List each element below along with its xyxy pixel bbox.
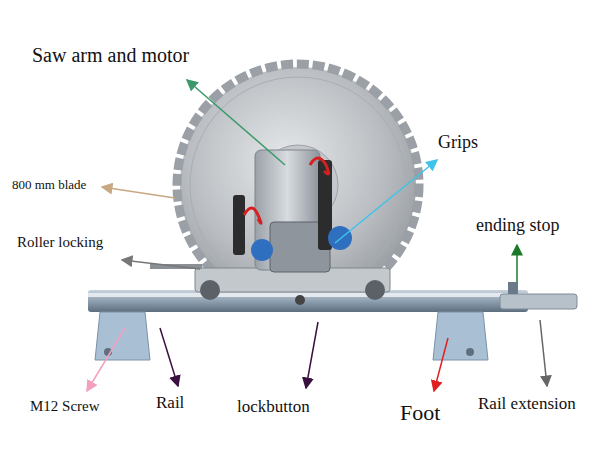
rail xyxy=(88,290,528,312)
part-label: lockbutton xyxy=(237,397,310,417)
roller xyxy=(365,280,385,300)
leader-arrow xyxy=(102,187,175,198)
hose xyxy=(244,208,261,223)
part-label: M12 Screw xyxy=(30,398,100,415)
leader-arrow xyxy=(187,80,285,165)
water-coupling xyxy=(251,239,273,261)
leader-arrow xyxy=(160,328,178,386)
ending-stop xyxy=(508,282,518,294)
part-label: Rail xyxy=(156,393,184,413)
foot xyxy=(95,312,150,360)
leader-arrow xyxy=(335,160,437,243)
part-label: 800 mm blade xyxy=(12,178,86,193)
leader-arrow xyxy=(122,260,200,269)
leader-arrow xyxy=(87,328,125,391)
blade-ring xyxy=(190,77,406,293)
leader-arrow xyxy=(540,320,547,386)
part-label: Grips xyxy=(438,132,478,153)
rail-extension xyxy=(500,294,577,309)
leader-arrow xyxy=(516,245,518,282)
m12-screw xyxy=(466,348,474,356)
part-label: Saw arm and motor xyxy=(32,44,189,67)
part-label: ending stop xyxy=(476,215,560,236)
grip xyxy=(233,195,245,255)
part-label: Foot xyxy=(400,400,440,425)
roller xyxy=(200,280,220,300)
foot xyxy=(433,312,488,360)
leader-arrow xyxy=(306,322,318,388)
part-label: Roller locking xyxy=(17,234,103,251)
blade-segments xyxy=(177,64,419,306)
lockbutton xyxy=(295,295,305,305)
hose xyxy=(310,158,329,174)
leader-arrow xyxy=(434,338,448,391)
part-label: Rail extension xyxy=(478,394,576,414)
rail-highlight xyxy=(88,293,528,297)
